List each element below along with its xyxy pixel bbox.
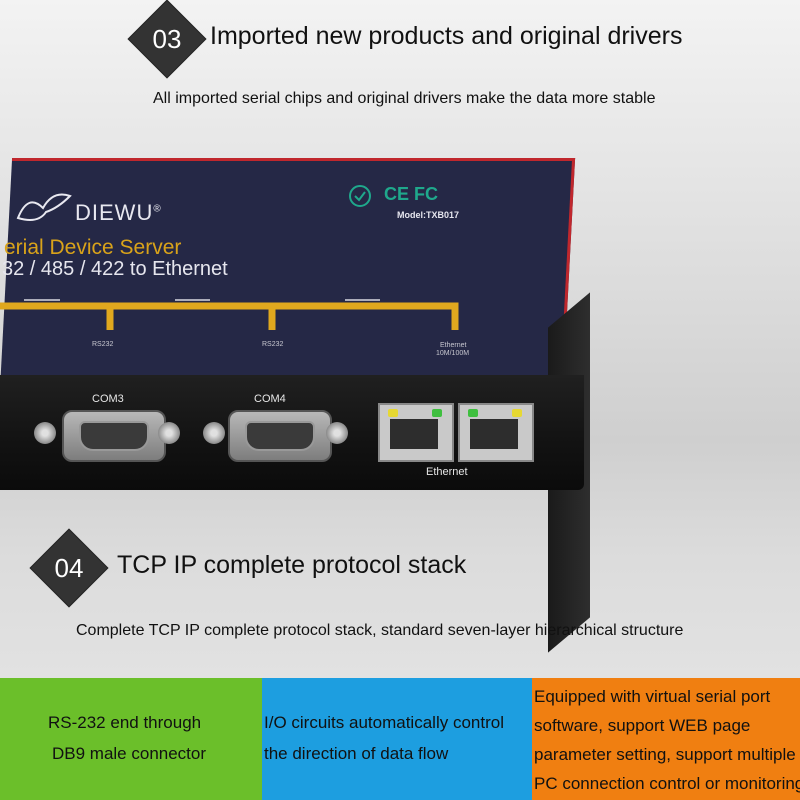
cert-marks: CE FC — [384, 184, 438, 204]
ethernet-small-label: Ethernet — [440, 342, 467, 349]
section-03-title: Imported new products and original drive… — [210, 22, 683, 50]
feature-orange: Equipped with virtual serial port softwa… — [532, 678, 800, 800]
check-cert-icon — [349, 185, 371, 207]
com3-db9-port — [62, 410, 166, 462]
feature-blue: I/O circuits automatically control the d… — [262, 678, 532, 800]
device-title-line1: erial Device Server — [4, 236, 182, 259]
panel-wiring-graphic — [0, 299, 459, 330]
com3-screw-right — [158, 422, 180, 444]
registered-mark: ® — [153, 203, 162, 215]
section-04-subtitle: Complete TCP IP complete protocol stack,… — [76, 622, 684, 639]
section-03-subtitle: All imported serial chips and original d… — [153, 90, 656, 107]
brand-name: DIEWU — [75, 200, 154, 225]
feature-green-line2: DB9 male connector — [52, 744, 207, 763]
feature-green: RS-232 end through DB9 male connector — [0, 678, 262, 800]
feature-bar: RS-232 end through DB9 male connector I/… — [0, 678, 800, 800]
model-number: Model:TXB017 — [397, 210, 460, 220]
ethernet-port-1 — [378, 403, 454, 462]
com3-label: COM3 — [92, 393, 124, 405]
com4-label: COM4 — [254, 393, 286, 405]
com3-screw-left — [34, 422, 56, 444]
ethernet-speed-label: 10M/100M — [436, 350, 470, 357]
section-04-title: TCP IP complete protocol stack — [117, 551, 467, 579]
feature-green-line1: RS-232 end through — [48, 713, 202, 732]
device-server-image: DIEWU® erial Device Server 32 / 485 / 42… — [0, 150, 590, 653]
feature-orange-line2: software, support WEB page — [534, 716, 751, 735]
rs232-label-a: RS232 — [92, 341, 114, 348]
feature-blue-line2: the direction of data flow — [264, 744, 449, 763]
butterfly-logo-icon — [16, 193, 72, 221]
feature-orange-line4: PC connection control or monitoring — [534, 774, 800, 793]
com4-screw-right — [326, 422, 348, 444]
ethernet-port-2 — [458, 403, 534, 462]
feature-blue-line1: I/O circuits automatically control — [264, 713, 504, 732]
feature-orange-line1: Equipped with virtual serial port — [534, 687, 771, 706]
section-03-number: 03 — [152, 23, 182, 54]
section-04-number: 04 — [54, 552, 84, 583]
rs232-label-b: RS232 — [262, 341, 284, 348]
com4-screw-left — [203, 422, 225, 444]
feature-orange-line3: parameter setting, support multiple — [534, 745, 796, 764]
ethernet-port-label: Ethernet — [426, 466, 468, 478]
com4-db9-port — [228, 410, 332, 462]
device-title-line2: 32 / 485 / 422 to Ethernet — [2, 258, 228, 280]
